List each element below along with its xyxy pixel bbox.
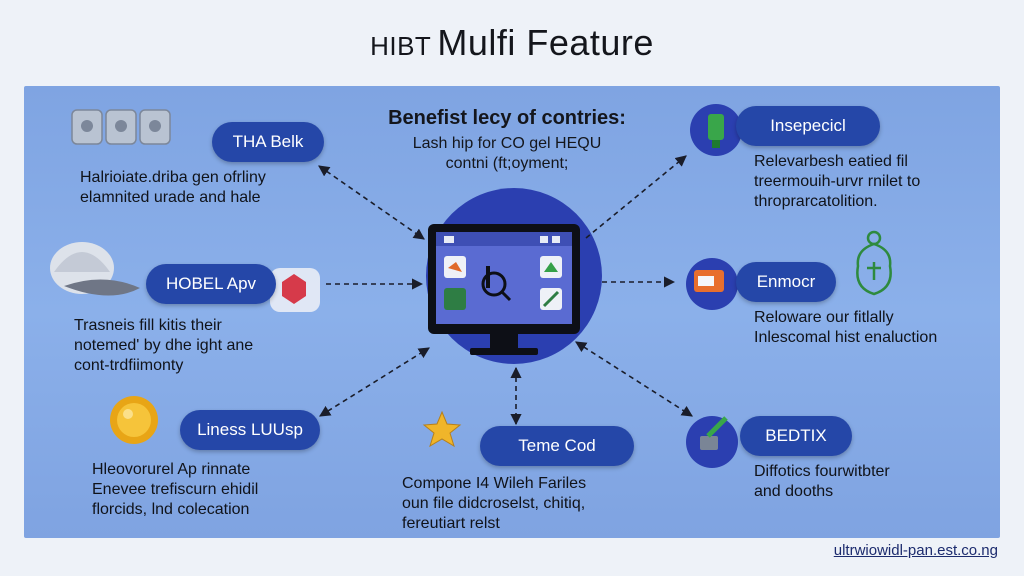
- feature-pill-right-bot[interactable]: BEDTIX: [740, 416, 852, 456]
- feature-desc-left-bot: Hleovorurel Ap rinnate Enevee trefiscurn…: [92, 460, 258, 520]
- center-subtext: Lash hip for CO gel HEQU contni (ft;oyme…: [342, 134, 672, 174]
- feature-desc-left-top: Halrioiate.driba gen ofrliny elamnited u…: [80, 168, 266, 208]
- feature-desc-left-mid: Trasneis fill kitis their notemed' by dh…: [74, 316, 253, 376]
- desc-line: Relevarbesh eatied fil: [754, 153, 908, 170]
- desc-line: cont-trdfiimonty: [74, 357, 184, 374]
- desc-line: Hleovorurel Ap rinnate: [92, 461, 251, 478]
- desc-line: Trasneis fill kitis their: [74, 317, 222, 334]
- title-prefix: HIBT: [370, 31, 432, 61]
- feature-pill-right-mid[interactable]: Enmocr: [736, 262, 836, 302]
- monitor-icon: [428, 224, 580, 355]
- gold-coin-icon: [110, 396, 158, 444]
- feature-desc-right-top: Relevarbesh eatied fil treermouih-urvr r…: [754, 152, 920, 212]
- desc-line: throprarcatolition.: [754, 193, 878, 210]
- device-icon: [686, 258, 738, 310]
- desc-line: treermouih-urvr rnilet to: [754, 173, 921, 190]
- connector-layer: [50, 104, 892, 468]
- desc-line: florcids, lnd colecation: [92, 501, 250, 518]
- feature-pill-left-mid[interactable]: HOBEL Apv: [146, 264, 276, 304]
- connector-right-top: [585, 155, 687, 239]
- feature-pill-left-top[interactable]: THA Belk: [212, 122, 324, 162]
- desc-line: and dooths: [754, 483, 834, 500]
- title-main: Mulfi Feature: [437, 22, 654, 63]
- connector-left-top: [318, 165, 425, 240]
- feature-pill-left-bot[interactable]: Liness LUUsp: [180, 410, 320, 450]
- feature-pill-right-top[interactable]: Insepecicl: [736, 106, 880, 146]
- desc-line: oun file didcroselst, chitiq,: [402, 495, 586, 512]
- connector-right-bot: [575, 341, 693, 417]
- sparkle-star-icon: [422, 410, 462, 448]
- feature-desc-right-bot: Diffotics fourwitbter and dooths: [754, 462, 890, 502]
- desc-line: Compone I4 Wileh Fariles: [402, 475, 587, 492]
- center-heading: Benefist lecy of contries:: [388, 107, 626, 129]
- desc-line: Inlescomal hist enaluction: [754, 329, 938, 346]
- storage-cans-icon: [71, 109, 171, 145]
- desc-line: elamnited urade and hale: [80, 189, 261, 206]
- diagram-panel: Benefist lecy of contries: Lash hip for …: [24, 86, 1000, 538]
- feature-pill-center-bot[interactable]: Teme Cod: [480, 426, 634, 466]
- feature-desc-right-mid: Reloware our fitlally Inlescomal hist en…: [754, 308, 937, 348]
- desc-line: fereutiart relst: [402, 515, 500, 532]
- shell-rock-icon: [50, 242, 320, 312]
- desc-line: Diffotics fourwitbter: [754, 463, 890, 480]
- desc-line: Halrioiate.driba gen ofrliny: [80, 169, 266, 186]
- desc-line: Reloware our fitlally: [754, 309, 894, 326]
- desc-line: Enevee trefiscurn ehidil: [92, 481, 259, 498]
- desc-line: notemed' by dhe ight ane: [74, 337, 254, 354]
- center-sub-line: Lash hip for CO gel HEQU: [412, 135, 602, 152]
- green-badge-icon: [690, 104, 742, 156]
- tools-icon: [686, 416, 738, 468]
- green-bag-icon: [856, 230, 892, 296]
- feature-desc-center-bot: Compone I4 Wileh Fariles oun file didcro…: [402, 474, 586, 534]
- footer-link[interactable]: ultrwiowidl-pan.est.co.ng: [833, 542, 998, 559]
- center-sub-line: contni (ft;oyment;: [445, 155, 569, 172]
- connector-left-bot: [319, 347, 430, 417]
